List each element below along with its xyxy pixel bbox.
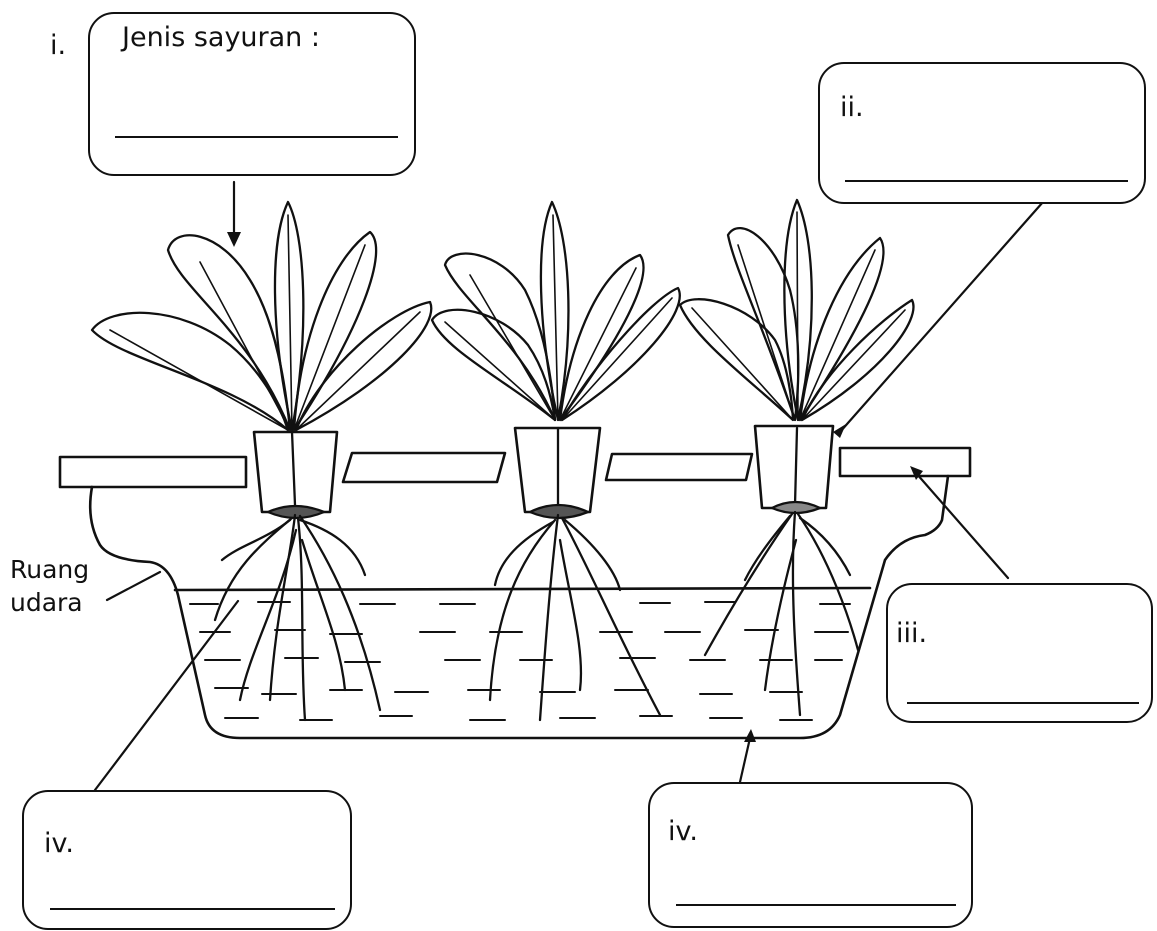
answer-line-ii[interactable]: [845, 180, 1128, 182]
pointer-iii: [916, 473, 1008, 578]
air-space-label-line2: udara: [10, 587, 89, 620]
plant-1: [92, 202, 431, 720]
pot-3: [755, 426, 833, 508]
air-space-label: Ruang udara: [10, 554, 89, 619]
plant-3: [680, 200, 913, 715]
answer-line-i[interactable]: [115, 136, 398, 138]
label-iv-right: iv.: [668, 816, 698, 847]
lid-segment-1: [60, 457, 246, 487]
air-space-label-line1: Ruang: [10, 554, 89, 587]
plant-2: [432, 202, 680, 720]
label-iii: iii.: [896, 618, 927, 649]
label-ii: ii.: [840, 92, 864, 123]
lid-segment-2: [343, 453, 505, 482]
answer-line-iv-left[interactable]: [50, 908, 335, 910]
leaf: [168, 235, 290, 430]
water-dashes: [190, 602, 850, 720]
box-ii: [818, 62, 1146, 204]
vegetable-type-label: Jenis sayuran :: [122, 20, 320, 55]
lid-segment-3: [606, 454, 752, 480]
label-i: i.: [50, 30, 66, 61]
root-ball: [772, 502, 820, 513]
pointer-ii: [840, 202, 1043, 432]
arrowhead-iv-right: [744, 729, 756, 742]
label-iv-left: iv.: [44, 828, 74, 859]
leaf: [294, 232, 376, 430]
box-iv-right: [648, 782, 973, 928]
answer-line-iii[interactable]: [907, 702, 1139, 704]
pointer-iv-left: [95, 601, 238, 790]
arrowhead-i: [227, 232, 241, 247]
pointer-air-space: [107, 572, 160, 600]
pointer-iv-right: [740, 738, 750, 782]
lid-segment-4: [840, 448, 970, 476]
arrowhead-ii: [833, 424, 846, 438]
answer-line-iv-right[interactable]: [676, 904, 956, 906]
